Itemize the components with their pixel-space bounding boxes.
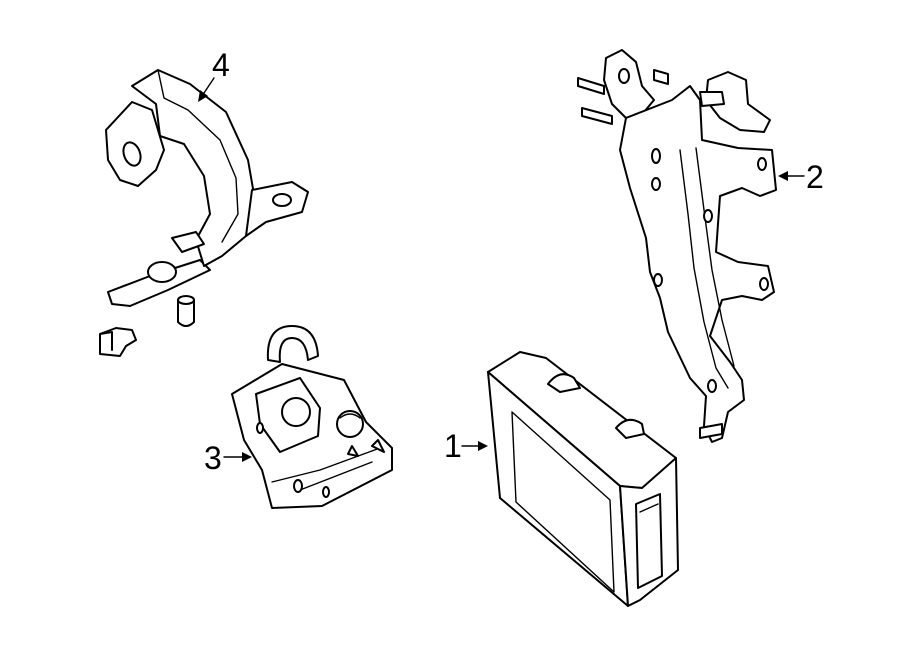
callout-1-arrowhead — [478, 441, 488, 451]
part-2-mounting-bracket — [577, 49, 805, 443]
callout-4-leader — [198, 77, 215, 102]
callout-label-3: 3 — [204, 440, 222, 476]
callout-label-1: 1 — [444, 428, 462, 464]
callout-3-arrowhead — [242, 452, 252, 462]
part-1-control-module — [461, 351, 679, 607]
callout-2-arrowhead — [778, 171, 788, 181]
callout-label-2: 2 — [806, 159, 824, 195]
callout-4-arrowhead — [198, 90, 208, 102]
part-4-support-bracket — [99, 69, 309, 357]
callout-label-4: 4 — [212, 47, 230, 83]
part-3-camera-bracket — [223, 325, 393, 509]
